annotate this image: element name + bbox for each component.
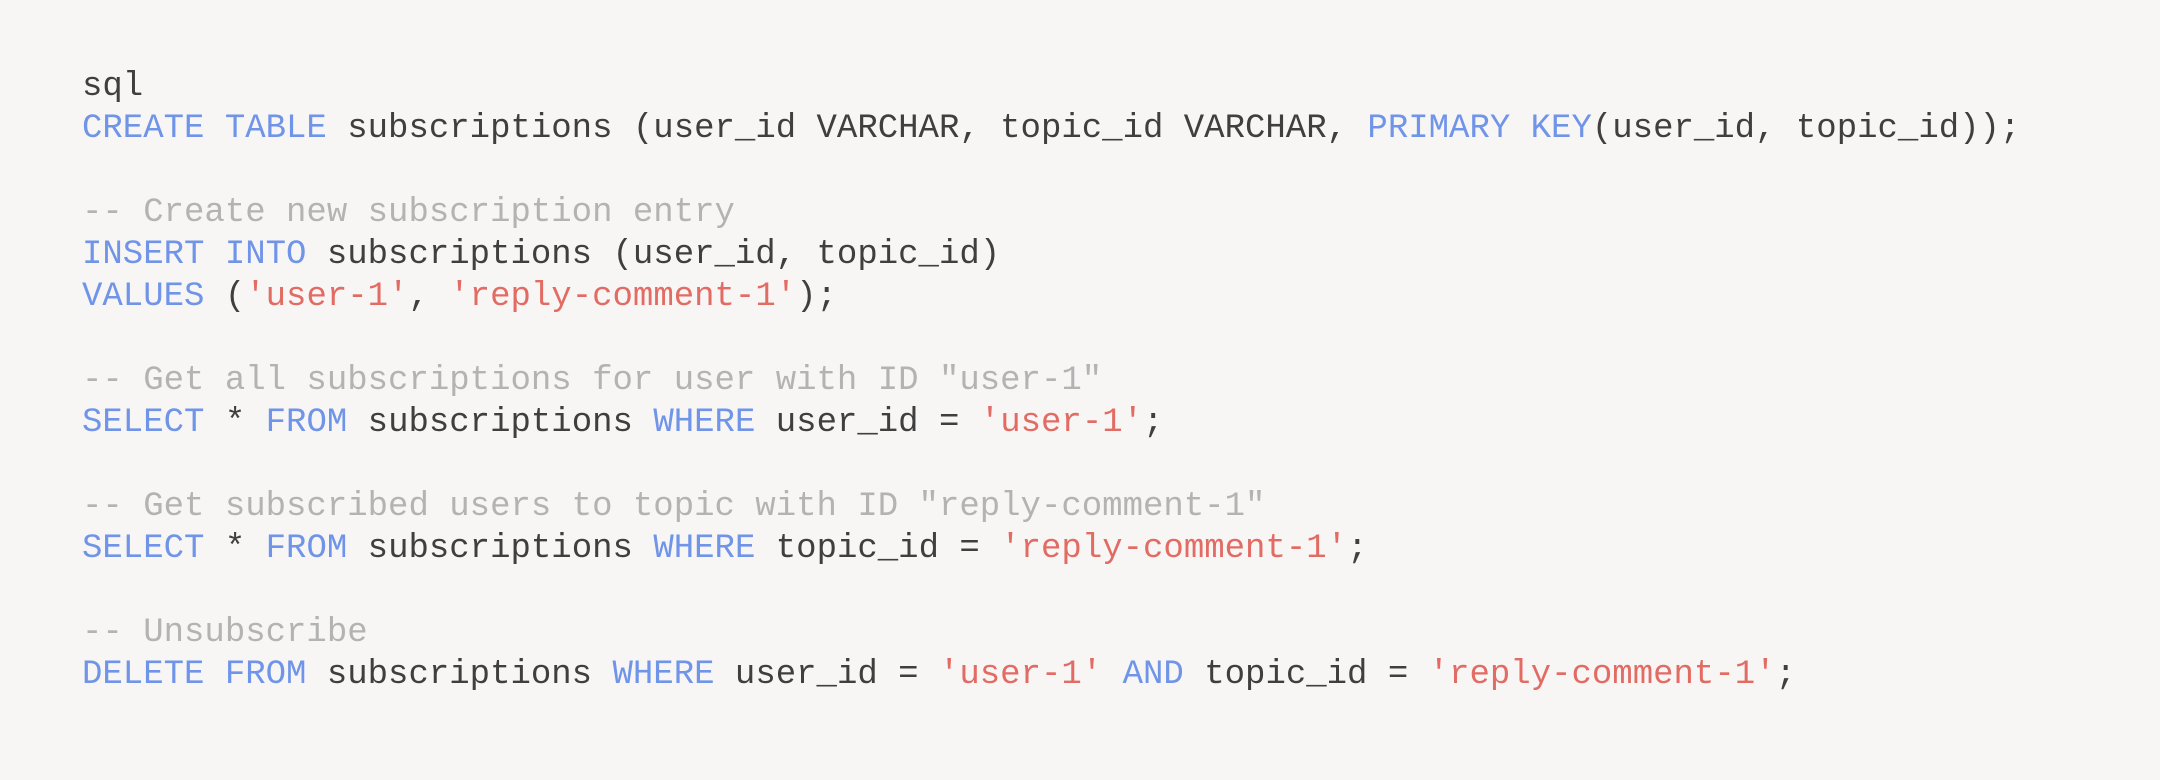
- string-literal: 'reply-comment-1': [1000, 530, 1348, 568]
- sql-comment: -- Unsubscribe: [82, 614, 368, 652]
- sql-comment: -- Create new subscription entry: [82, 194, 735, 232]
- code-text: user_id =: [714, 656, 939, 694]
- code-line: SELECT * FROM subscriptions WHERE topic_…: [82, 528, 2020, 570]
- blank-line: [82, 444, 2020, 486]
- code-text: subscriptions: [347, 404, 654, 442]
- code-text: subscriptions: [306, 656, 613, 694]
- code-text: (: [204, 278, 246, 316]
- sql-keyword: CREATE TABLE: [82, 110, 327, 148]
- sql-keyword: WHERE: [653, 404, 756, 442]
- code-line: -- Get subscribed users to topic with ID…: [82, 486, 2020, 528]
- code-text: [1102, 656, 1122, 694]
- code-text: ;: [1143, 404, 1164, 442]
- code-text: *: [204, 530, 266, 568]
- code-text: sql: [82, 68, 144, 106]
- code-text: ,: [408, 278, 450, 316]
- code-text: topic_id =: [1183, 656, 1429, 694]
- code-text: subscriptions (user_id, topic_id): [306, 236, 1001, 274]
- blank-line: [82, 318, 2020, 360]
- sql-keyword: PRIMARY KEY: [1367, 110, 1592, 148]
- blank-line: [82, 570, 2020, 612]
- code-line: DELETE FROM subscriptions WHERE user_id …: [82, 654, 2020, 696]
- string-literal: 'reply-comment-1': [449, 278, 797, 316]
- code-text: user_id =: [755, 404, 980, 442]
- sql-keyword: VALUES: [82, 278, 205, 316]
- sql-keyword: SELECT: [82, 530, 205, 568]
- code-text: subscriptions (user_id VARCHAR, topic_id…: [326, 110, 1368, 148]
- code-text: subscriptions: [347, 530, 654, 568]
- code-line: SELECT * FROM subscriptions WHERE user_i…: [82, 402, 2020, 444]
- code-text: );: [796, 278, 837, 316]
- code-text: (user_id, topic_id));: [1591, 110, 2021, 148]
- sql-keyword: WHERE: [612, 656, 715, 694]
- sql-keyword: WHERE: [653, 530, 756, 568]
- sql-keyword: DELETE FROM: [82, 656, 307, 694]
- sql-keyword: INSERT INTO: [82, 236, 307, 274]
- sql-comment: -- Get all subscriptions for user with I…: [82, 362, 1103, 400]
- sql-keyword: FROM: [265, 404, 348, 442]
- code-line: -- Unsubscribe: [82, 612, 2020, 654]
- string-literal: 'reply-comment-1': [1428, 656, 1776, 694]
- string-literal: 'user-1': [938, 656, 1103, 694]
- code-text: topic_id =: [755, 530, 1001, 568]
- sql-keyword: SELECT: [82, 404, 205, 442]
- code-text: ;: [1347, 530, 1368, 568]
- code-text: *: [204, 404, 266, 442]
- blank-line: [82, 150, 2020, 192]
- code-line: CREATE TABLE subscriptions (user_id VARC…: [82, 108, 2020, 150]
- code-line: -- Get all subscriptions for user with I…: [82, 360, 2020, 402]
- code-line: INSERT INTO subscriptions (user_id, topi…: [82, 234, 2020, 276]
- code-line: VALUES ('user-1', 'reply-comment-1');: [82, 276, 2020, 318]
- string-literal: 'user-1': [979, 404, 1144, 442]
- sql-keyword: AND: [1122, 656, 1184, 694]
- code-text: ;: [1775, 656, 1796, 694]
- sql-keyword: FROM: [265, 530, 348, 568]
- string-literal: 'user-1': [245, 278, 409, 316]
- sql-comment: -- Get subscribed users to topic with ID…: [82, 488, 1266, 526]
- code-line: sql: [82, 66, 2020, 108]
- code-line: -- Create new subscription entry: [82, 192, 2020, 234]
